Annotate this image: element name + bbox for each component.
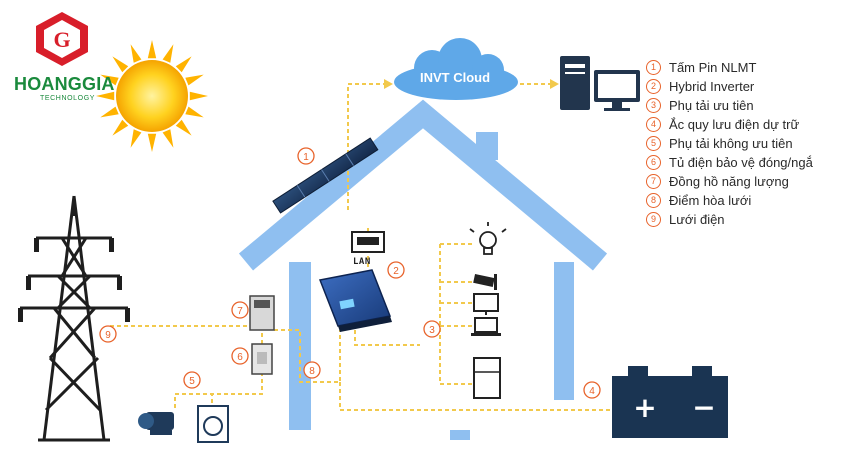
svg-text:3: 3: [429, 325, 435, 336]
legend-item: 7 Đồng hồ năng lượng: [646, 172, 860, 191]
lan-router-icon: [351, 231, 385, 253]
battery-icon: + −: [612, 366, 728, 438]
hybrid-inverter-icon: [318, 269, 392, 332]
cloud-icon: [394, 38, 518, 100]
marker-9: 9: [99, 325, 117, 343]
marker-2: 2: [387, 261, 405, 279]
legend-number-badge: 2: [646, 79, 661, 94]
sun-icon: [96, 40, 208, 152]
legend-number-badge: 1: [646, 60, 661, 75]
marker-3: 3: [423, 320, 441, 338]
marker-5: 5: [183, 371, 201, 389]
legend-text: Phụ tải ưu tiên: [669, 98, 754, 113]
legend-number-badge: 5: [646, 136, 661, 151]
svg-text:8: 8: [309, 366, 315, 377]
legend-number-badge: 3: [646, 98, 661, 113]
arrow-to-monitor-icon: [550, 79, 559, 89]
light-bulb-icon: [469, 222, 507, 255]
breaker-box-icon: [251, 343, 273, 375]
legend-text: Tủ điện bảo vệ đóng/ngắ: [669, 155, 813, 170]
marker-6: 6: [231, 347, 249, 365]
cloud-label: INVT Cloud: [419, 70, 491, 85]
legend-text: Ắc quy lưu điện dự trữ: [669, 117, 800, 132]
washing-machine-icon: [197, 405, 229, 443]
laptop-icon: [471, 317, 501, 336]
legend-item: 5 Phụ tải không ưu tiên: [646, 134, 860, 153]
marker-8: 8: [303, 361, 321, 379]
marker-7: 7: [231, 301, 249, 319]
legend-text: Hybrid Inverter: [669, 79, 755, 94]
battery-plus-label: +: [633, 391, 656, 424]
legend-item: 9 Lưới điện: [646, 210, 860, 229]
svg-text:G: G: [53, 27, 70, 52]
energy-meter-icon: [249, 295, 275, 331]
tower-insulators: [18, 238, 130, 322]
marker-1: 1: [297, 147, 315, 165]
water-pump-icon: [138, 412, 174, 435]
legend-text: Tấm Pin NLMT: [669, 60, 757, 75]
company-logo: G: [36, 12, 88, 66]
lan-label: LAN: [353, 257, 371, 267]
refrigerator-icon: [473, 357, 501, 399]
legend-item: 3 Phụ tải ưu tiên: [646, 96, 860, 115]
legend-number-badge: 6: [646, 155, 661, 170]
monitoring-computer-icon: [560, 56, 640, 111]
house-outline: [238, 99, 608, 440]
legend-number-badge: 9: [646, 212, 661, 227]
wiring: [110, 228, 610, 411]
legend-item: 4 Ắc quy lưu điện dự trữ: [646, 115, 860, 134]
brand-tagline: TECHNOLOGY: [40, 95, 96, 102]
legend-text: Phụ tải không ưu tiên: [669, 136, 793, 151]
legend-item: 1 Tấm Pin NLMT: [646, 58, 860, 77]
security-camera-icon: [473, 274, 497, 290]
arrow-to-cloud-icon: [384, 79, 393, 89]
legend-text: Đồng hồ năng lượng: [669, 174, 789, 189]
legend-text: Lưới điện: [669, 212, 725, 227]
solar-panel: [272, 137, 379, 214]
svg-text:7: 7: [237, 306, 243, 317]
legend-number-badge: 4: [646, 117, 661, 132]
svg-text:1: 1: [303, 152, 309, 163]
svg-text:9: 9: [105, 330, 111, 341]
legend-item: 6 Tủ điện bảo vệ đóng/ngắ: [646, 153, 860, 172]
legend: 1 Tấm Pin NLMT 2 Hybrid Inverter 3 Phụ tải ưu…: [646, 58, 860, 229]
svg-text:4: 4: [589, 386, 595, 397]
svg-text:6: 6: [237, 352, 243, 363]
legend-number-badge: 8: [646, 193, 661, 208]
legend-item: 8 Điểm hòa lưới: [646, 191, 860, 210]
power-tower-icon: [20, 195, 128, 442]
svg-text:2: 2: [393, 266, 399, 277]
marker-4: 4: [583, 381, 601, 399]
brand-name: HOANGGIA: [14, 74, 115, 94]
television-icon: [473, 293, 499, 315]
svg-text:5: 5: [189, 376, 195, 387]
legend-text: Điểm hòa lưới: [669, 193, 752, 208]
legend-item: 2 Hybrid Inverter: [646, 77, 860, 96]
battery-minus-label: −: [692, 391, 715, 424]
legend-number-badge: 7: [646, 174, 661, 189]
